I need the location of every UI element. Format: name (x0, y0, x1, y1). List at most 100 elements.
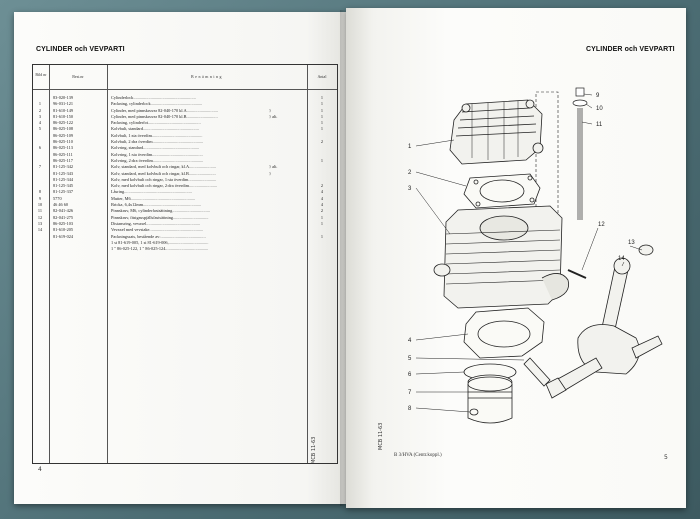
cell-marker: } alt. (269, 164, 278, 170)
callout-5: 5 (408, 356, 412, 362)
cell-nr: 4 (38, 120, 42, 126)
cell-denomination: 1 st 81-619-005, 1 st 81-619-006, ......… (111, 239, 209, 245)
left-vertical-code: MCB 11-63 (311, 436, 317, 464)
left-page: CYLINDER och VEVPARTI Bild nr Best.nr Be… (14, 12, 346, 504)
cell-bestnr: 81-125-342 (53, 164, 74, 170)
cell-bestnr: 86-025-103 (53, 220, 74, 226)
cell-nr: 5 (38, 126, 42, 132)
figure-caption: B 3/HVA (Centr.koppl.) (394, 453, 442, 458)
cell-denomination: Låsring ................................… (111, 189, 192, 195)
cell-denomination: Kolv, standard, med kolvbult och ringar,… (111, 170, 216, 176)
cell-denomination: Cylinderlock ...........................… (111, 95, 196, 100)
table-row: 1 " 86-025-122, 1 " 86-025-124 .........… (33, 246, 337, 252)
header-nr: Bild nr (35, 72, 47, 77)
cell-bestnr: 86-025-117 (53, 157, 73, 163)
cell-antal: 1 (320, 101, 324, 107)
cell-bestnr: 86-025-113 (53, 145, 73, 151)
table-row: 7 81-125-342 Kolv, standard, med kolvbult … (33, 164, 337, 170)
right-page-number: 5 (664, 454, 668, 461)
callout-1: 1 (408, 144, 412, 150)
callout-4: 4 (408, 338, 412, 344)
cell-antal: 4 (320, 189, 324, 195)
header-denomination: Benämning (191, 74, 223, 79)
cell-denomination: Bricka, 6,4x12mm .......................… (111, 202, 202, 208)
cell-denomination: Packningssats, bestående av: ...........… (111, 233, 206, 239)
cell-denomination: Kolvring, 1:sta överdim. ...............… (111, 151, 203, 157)
cell-denomination: Cylinder, med pinnskruvar 82-040-170 kl.… (111, 113, 218, 119)
table-row: 83-020-139 Cylinderlock .................… (33, 95, 337, 101)
header-antal: Antal (317, 74, 327, 79)
cell-bestnr: 86-025-109 (53, 132, 74, 138)
table-row: 1 st 81-619-005, 1 st 81-619-006, ......… (33, 240, 337, 246)
cell-nr: 3 (38, 113, 42, 119)
cell-bestnr: 86-025-111 (53, 151, 73, 157)
cell-bestnr: 46 46 60 (53, 202, 69, 208)
cell-antal: 1 (320, 95, 324, 100)
cell-bestnr: 82-041-426 (53, 208, 74, 214)
callout-7: 7 (408, 390, 412, 396)
cell-antal: 1 (320, 126, 324, 132)
table-row: 86-025-111 Kolvring, 1:sta överdim. .....… (33, 152, 337, 158)
cell-nr: 12 (37, 214, 43, 220)
cell-nr: 11 (37, 208, 43, 214)
cell-denomination: Mutter, M6 .............................… (111, 195, 196, 201)
cell-denomination: Pinnskruv, M6, cylinderfastsättning ....… (111, 208, 210, 214)
cell-bestnr: 81-125-343 (53, 170, 74, 176)
cell-nr: 13 (37, 220, 43, 226)
cell-denomination: Kolvbult, 1:sta överdim. ...............… (111, 132, 203, 138)
callout-11: 11 (596, 122, 603, 128)
callout-13: 13 (628, 240, 635, 246)
cell-antal: 1 (320, 113, 324, 119)
cell-antal: 1 (320, 220, 324, 226)
cell-marker: } alt. (269, 113, 278, 119)
cell-denomination: Packning, cylinderfot ..................… (111, 120, 201, 126)
cell-bestnr: 81-610-150 (53, 113, 74, 119)
cell-marker: } (269, 170, 272, 176)
cell-antal: 4 (320, 195, 324, 201)
cell-denomination: Kolv, med kolvbult och ringar, 1:sta öve… (111, 176, 217, 182)
cell-nr: 6 (38, 145, 42, 151)
piston-drawing (463, 363, 517, 424)
cell-denomination: Kolvring, 2:dra överdim. ...............… (111, 157, 204, 163)
callout-6: 6 (408, 372, 412, 378)
cell-antal: 1 (320, 214, 324, 220)
cell-nr: 1 (38, 101, 42, 107)
table-row: 11 82-041-426 Pinnskruv, M6, cylinderfasts… (33, 208, 337, 214)
table-row: 86-025-109 Kolvbult, 1:sta överdim. .....… (33, 133, 337, 139)
cell-nr: 7 (38, 164, 42, 170)
cell-denomination: Kolv, standard, med kolvbult och ringar,… (111, 164, 216, 170)
cell-bestnr: 83-020-139 (53, 95, 74, 100)
parts-rows: 83-020-139 Cylinderlock .................… (33, 95, 337, 252)
cell-antal: 1 (320, 120, 324, 126)
cell-denomination: Vevaxel med vevstake ...................… (111, 227, 204, 233)
callout-8: 8 (408, 406, 412, 412)
cell-denomination: Kolvbult, standard .....................… (111, 126, 199, 132)
parts-table: Bild nr Best.nr Benämning Antal 83-020-1… (32, 64, 338, 464)
header-bestnr: Best.nr (72, 74, 84, 79)
cell-bestnr: 81-610-205 (53, 227, 74, 233)
cell-denomination: Cylinder, med pinnskruvar 82-040-170 kl.… (111, 107, 218, 113)
left-page-title: CYLINDER och VEVPARTI (36, 46, 125, 53)
cell-antal: 2 (320, 208, 324, 214)
cell-nr: 8 (38, 189, 42, 195)
cell-antal: 1 (320, 233, 324, 239)
callout-10: 10 (596, 106, 603, 112)
cell-antal: 1 (320, 107, 324, 113)
cell-bestnr: 86-025-110 (53, 139, 73, 145)
callout-14: 14 (618, 256, 625, 262)
stud-bolt-drawing (572, 87, 588, 220)
cell-denomination: Pinnskruv, fästgasspjällsfastsättning ..… (111, 214, 209, 220)
